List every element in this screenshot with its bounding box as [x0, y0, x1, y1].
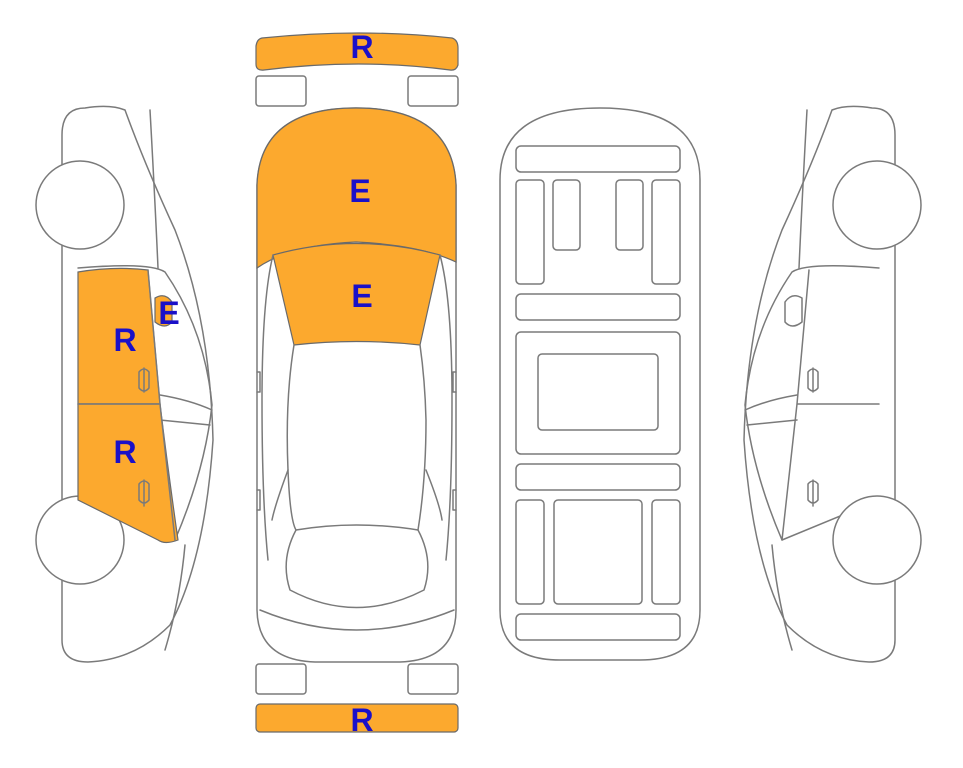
underside-center-panel: [537, 353, 659, 431]
top-rear-window: [285, 529, 429, 609]
underside-rear-center-panel: [553, 499, 643, 605]
underside-cross-member-2: [515, 463, 681, 491]
right-side-window-line: [744, 394, 798, 426]
damage-label-front-bumper: R: [350, 29, 373, 65]
rear-bumper-damage: [255, 703, 459, 733]
left-side-sill-line: [149, 109, 186, 651]
right-mirror: [784, 295, 803, 327]
left-door-handles: [138, 367, 150, 507]
right-door-handles: [807, 367, 819, 507]
underside-cross-member-1: [515, 293, 681, 321]
top-cabin-outline: [286, 344, 427, 531]
underside-front-left-mount: [552, 179, 581, 251]
underside-rear-bar: [515, 613, 681, 641]
damage-label-left-front-door: R: [113, 322, 136, 358]
damage-label-left-rear-door: R: [113, 434, 136, 470]
rear-right-light: [407, 663, 459, 695]
underside-rear-left-rail: [515, 499, 545, 605]
damage-label-left-mirror: E: [158, 295, 179, 331]
front-bumper-damage: [255, 32, 459, 71]
right-side-sill-line: [771, 109, 808, 651]
top-rear-arc: [259, 609, 455, 631]
underside-rear-right-rail: [651, 499, 681, 605]
left-door-divider: [77, 269, 176, 541]
right-side-view: [743, 105, 922, 663]
underside-front-right-rail: [651, 179, 681, 285]
top-left-pillar: [261, 254, 289, 561]
rear-left-light: [255, 663, 307, 695]
top-view: R E E R: [255, 29, 459, 738]
top-right-pillar: [425, 254, 453, 561]
top-mirrors: [256, 371, 457, 511]
left-mirror-damage: [154, 295, 173, 327]
underside-front-left-rail: [515, 179, 545, 285]
front-right-light: [407, 75, 459, 107]
right-front-wheel: [832, 160, 922, 250]
right-rear-wheel: [832, 495, 922, 585]
underside-view: [499, 107, 701, 661]
underside-front-bar: [515, 145, 681, 173]
damage-label-hood: E: [349, 173, 370, 209]
right-side-roofline: [744, 265, 880, 541]
left-front-wheel: [35, 160, 125, 250]
damage-label-windshield: E: [351, 278, 372, 314]
front-left-light: [255, 75, 307, 107]
left-side-roofline: [77, 265, 213, 541]
right-door-divider: [781, 269, 880, 541]
left-side-window-line: [159, 394, 213, 426]
underside-front-right-mount: [615, 179, 644, 251]
damage-label-rear-bumper: R: [350, 702, 373, 738]
left-side-view: E R R: [35, 105, 214, 663]
